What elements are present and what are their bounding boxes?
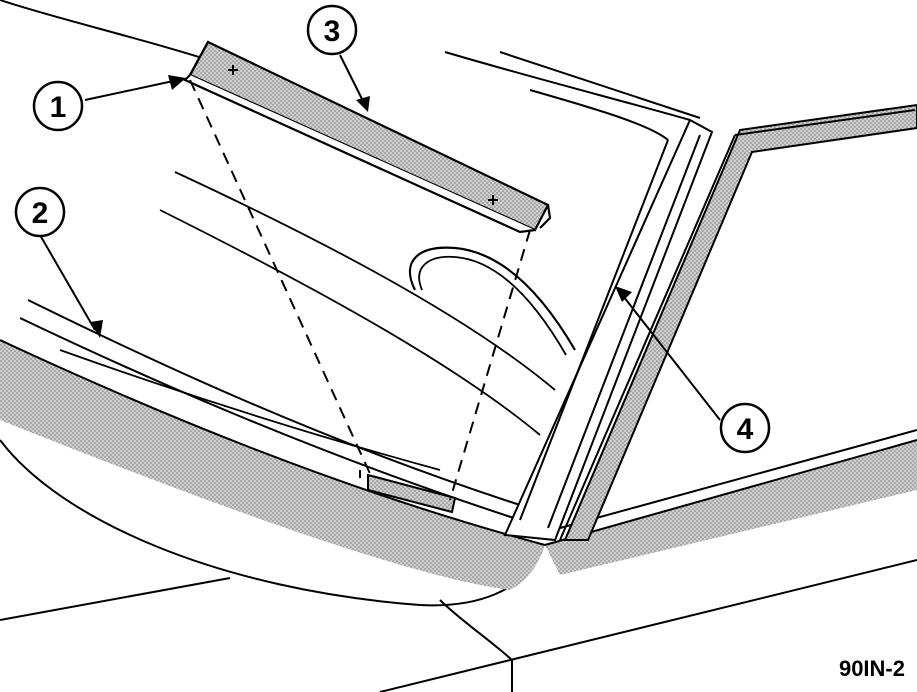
a-pillar-molding bbox=[503, 118, 714, 542]
callout-3-label: 3 bbox=[324, 15, 341, 48]
bracket-screw-hole-left bbox=[228, 65, 238, 75]
windshield-lower-edge bbox=[0, 299, 917, 546]
cowl-shaded-band-right bbox=[545, 440, 917, 575]
cowl-shaded-band-left bbox=[0, 340, 545, 590]
door-window-frame bbox=[444, 51, 701, 141]
callout-leaders bbox=[39, 54, 721, 421]
callout-2: 2 bbox=[14, 186, 66, 238]
callout-1-label: 1 bbox=[50, 91, 67, 124]
callout-arrowheads bbox=[90, 75, 632, 338]
alignment-dashed-lines bbox=[189, 79, 531, 501]
hose-loop bbox=[408, 246, 576, 351]
lower-clip bbox=[359, 470, 457, 514]
callout-4: 4 bbox=[719, 402, 771, 454]
trim-bracket bbox=[183, 40, 552, 234]
callout-4-label: 4 bbox=[737, 413, 754, 446]
glass-reflection-lines bbox=[59, 171, 556, 471]
figure-code: 90IN-2 bbox=[838, 656, 905, 681]
callout-2-label: 2 bbox=[32, 197, 49, 230]
bracket-screw-hole-right bbox=[488, 195, 498, 205]
callout-1: 1 bbox=[32, 80, 84, 132]
callout-3: 3 bbox=[306, 4, 358, 56]
a-pillar-shaded-strip bbox=[563, 103, 917, 541]
